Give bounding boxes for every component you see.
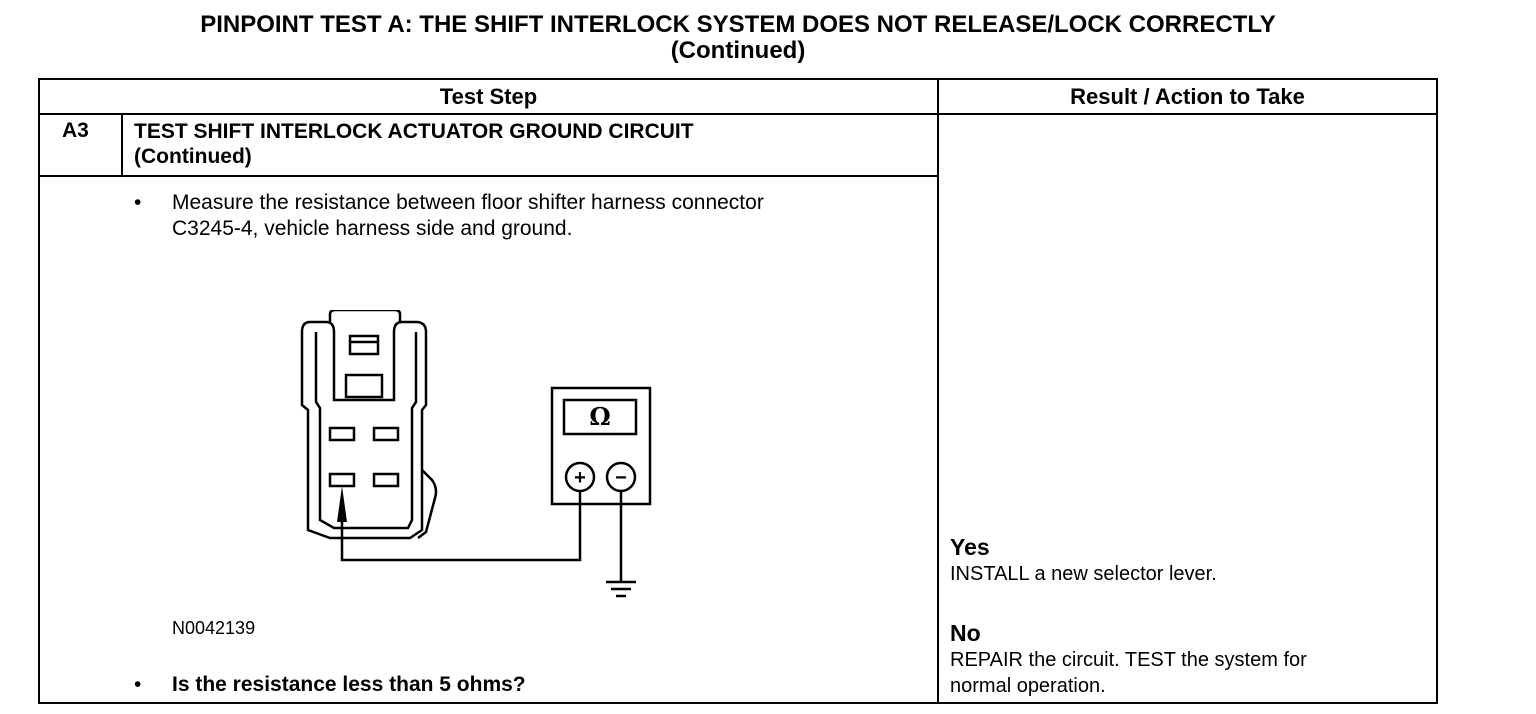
positive-lead [340,491,582,562]
no-text-line-2: normal operation. [950,675,1106,697]
step-heading: TEST SHIFT INTERLOCK ACTUATOR GROUND CIR… [134,119,924,169]
header-divider [38,113,1438,115]
title-line-1: PINPOINT TEST A: THE SHIFT INTERLOCK SYS… [200,11,1276,38]
yes-text: INSTALL a new selector lever. [950,563,1217,585]
ohm-symbol: Ω [589,402,610,431]
instruction-line-2: C3245-4, vehicle harness side and ground… [172,217,573,240]
ohmmeter-display [562,398,638,436]
instruction-text: Measure the resistance between floor shi… [172,190,912,242]
step-heading-line-2: (Continued) [134,145,252,168]
step-heading-line-1: TEST SHIFT INTERLOCK ACTUATOR GROUND CIR… [134,120,694,143]
step-heading-divider [38,175,938,177]
bullet-2: • [134,673,142,696]
figure-code: N0042139 [172,618,256,638]
no-text: REPAIR the circuit. TEST the system for … [950,647,1430,699]
minus-symbol: − [615,467,627,489]
column-divider [937,78,939,704]
yes-label: Yes [950,534,990,560]
bullet-1: • [134,191,142,214]
terminal-3 [328,472,356,488]
no-text-line-1: REPAIR the circuit. TEST the system for [950,649,1307,671]
connector-latch [328,310,402,322]
question-text: Is the resistance less than 5 ohms? [172,673,526,696]
terminal-2 [372,426,400,442]
instruction-line-1: Measure the resistance between floor shi… [172,191,764,214]
step-id: A3 [62,119,89,142]
title-line-2: (Continued) [670,37,806,64]
connector-body [300,320,428,540]
connector-side-tab [417,469,438,539]
step-id-divider [121,113,123,176]
center-slot [344,373,384,399]
test-table [38,78,1438,704]
connector-ohmmeter-diagram: Ω + − [300,310,652,598]
plus-symbol: + [574,467,586,489]
terminal-1 [328,426,356,442]
column-header-test-step: Test Step [439,84,538,109]
probe-tip [337,486,347,522]
no-label: No [950,620,981,646]
ohmmeter-body [550,386,652,506]
column-header-result: Result / Action to Take [1070,84,1305,109]
latch-slot [348,334,380,356]
page-title: PINPOINT TEST A: THE SHIFT INTERLOCK SYS… [0,12,1476,64]
connector-inner [314,332,418,530]
terminal-4 [372,472,400,488]
